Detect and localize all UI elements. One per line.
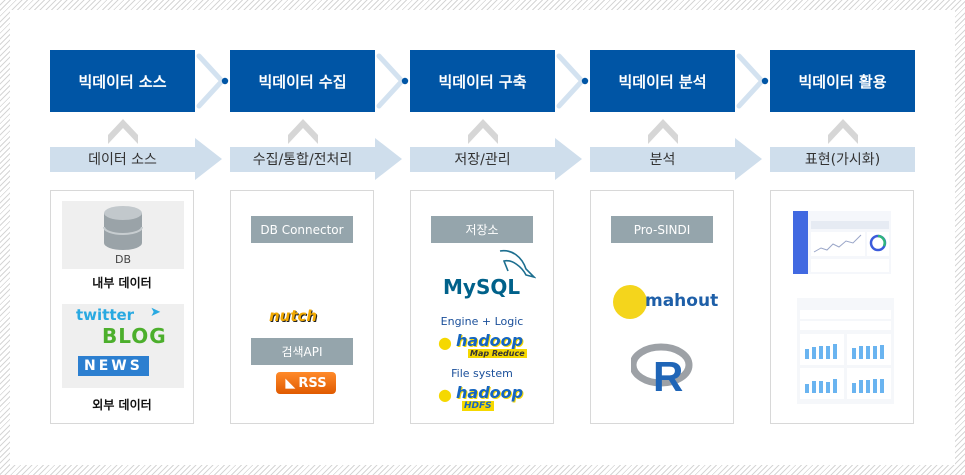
news-logo: NEWS <box>78 356 149 376</box>
external-data-tile: twitter ➤ BLOG NEWS <box>62 304 184 388</box>
band-label: 분석 <box>649 152 676 168</box>
stage-title: 빅데이터 구축 <box>438 72 527 91</box>
engine-logic-label: Engine + Logic <box>440 315 524 328</box>
r-logo: R <box>631 343 693 395</box>
source-box: DB 내부 데이터 twitter ➤ BLOG NEWS 외부 데이터 <box>50 190 194 424</box>
mapreduce-text: Map Reduce <box>468 349 527 358</box>
chevron-right-connector-icon <box>556 53 589 109</box>
donut-chart-thumbnail <box>867 232 889 256</box>
elephant-icon: ● <box>438 385 452 404</box>
pro-sindi-tag: Pro-SINDI <box>611 216 713 243</box>
external-data-label: 외부 데이터 <box>92 398 152 412</box>
band-label: 데이터 소스 <box>88 152 157 168</box>
report-summary-row <box>800 321 891 330</box>
dashboard-sidebar <box>793 211 808 274</box>
db-caption: DB <box>114 253 132 266</box>
r-text: R <box>653 353 683 395</box>
rss-text: RSS <box>298 375 327 391</box>
build-box: 저장소 MySQL Engine + Logic ● hadoop Map Re… <box>410 190 554 424</box>
storage-tag: 저장소 <box>431 216 533 243</box>
chevron-right-connector-icon <box>736 53 769 109</box>
dashboard-table <box>811 259 889 272</box>
process-arrow <box>410 138 582 180</box>
blog-logo: BLOG <box>102 324 167 348</box>
rss-logo: ◣RSS <box>276 372 336 394</box>
line-chart-thumbnail <box>811 232 865 256</box>
stage-use: 빅데이터 활용 <box>770 50 915 112</box>
hadoop-text: hadoop <box>456 383 524 402</box>
process-band <box>770 147 915 172</box>
chevron-up-icon <box>468 119 498 144</box>
band-label: 표현(가시화) <box>804 152 881 168</box>
report-summary-row <box>800 310 891 319</box>
band-label: 수집/통합/전처리 <box>252 152 353 168</box>
chevron-right-connector-icon <box>376 53 409 109</box>
db-tile: DB <box>62 201 184 269</box>
twitter-logo: twitter <box>76 306 135 324</box>
search-api-tag: 검색API <box>251 338 353 365</box>
chevron-up-icon <box>648 119 678 144</box>
mahout-logo: mahout <box>613 281 719 325</box>
stage-collect: 빅데이터 수집 <box>230 50 375 112</box>
stage-analysis: 빅데이터 분석 <box>590 50 735 112</box>
mysql-text: MySQL <box>443 275 521 299</box>
nutch-logo: nutch <box>269 307 318 325</box>
stage-title: 빅데이터 수집 <box>258 72 347 91</box>
stage-title: 빅데이터 분석 <box>618 72 707 91</box>
stage-source: 빅데이터 소스 <box>50 50 195 112</box>
chevron-right-connector-icon <box>196 53 229 109</box>
bar-charts-thumbnail <box>800 334 891 399</box>
bird-icon: ➤ <box>150 305 161 320</box>
mahout-text: mahout <box>645 291 719 311</box>
visualization-box <box>770 190 914 424</box>
rss-icon: ◣ <box>285 375 296 391</box>
report-thumbnail <box>797 298 894 404</box>
analysis-box: Pro-SINDI mahout R <box>590 190 734 424</box>
database-icon <box>103 206 143 250</box>
stage-build: 빅데이터 구축 <box>410 50 555 112</box>
hadoop-text: hadoop <box>456 331 524 350</box>
stage-title: 빅데이터 활용 <box>798 72 887 91</box>
elephant-icon <box>613 285 647 319</box>
hadoop-mapreduce-logo: ● hadoop Map Reduce <box>438 331 533 359</box>
dashboard-thumbnail <box>793 211 891 274</box>
file-system-label: File system <box>451 367 513 380</box>
hadoop-hdfs-logo: ● hadoop HDFS <box>438 383 533 411</box>
db-connector-tag: DB Connector <box>251 216 353 243</box>
elephant-icon: ● <box>438 333 452 352</box>
dashboard-cards <box>811 221 889 229</box>
chevron-up-icon <box>108 119 138 144</box>
dolphin-icon <box>499 249 536 279</box>
collect-box: DB Connector nutch 검색API ◣RSS <box>230 190 374 424</box>
hdfs-text: HDFS <box>462 401 494 411</box>
process-arrow <box>590 138 762 180</box>
process-arrow <box>230 138 402 180</box>
internal-data-label: 내부 데이터 <box>92 276 152 290</box>
band-label: 저장/관리 <box>454 152 511 168</box>
chevron-up-icon <box>828 119 858 144</box>
chevron-up-icon <box>288 119 318 144</box>
process-arrow <box>50 138 222 180</box>
mysql-logo: MySQL <box>443 275 520 299</box>
stage-title: 빅데이터 소스 <box>78 72 167 91</box>
